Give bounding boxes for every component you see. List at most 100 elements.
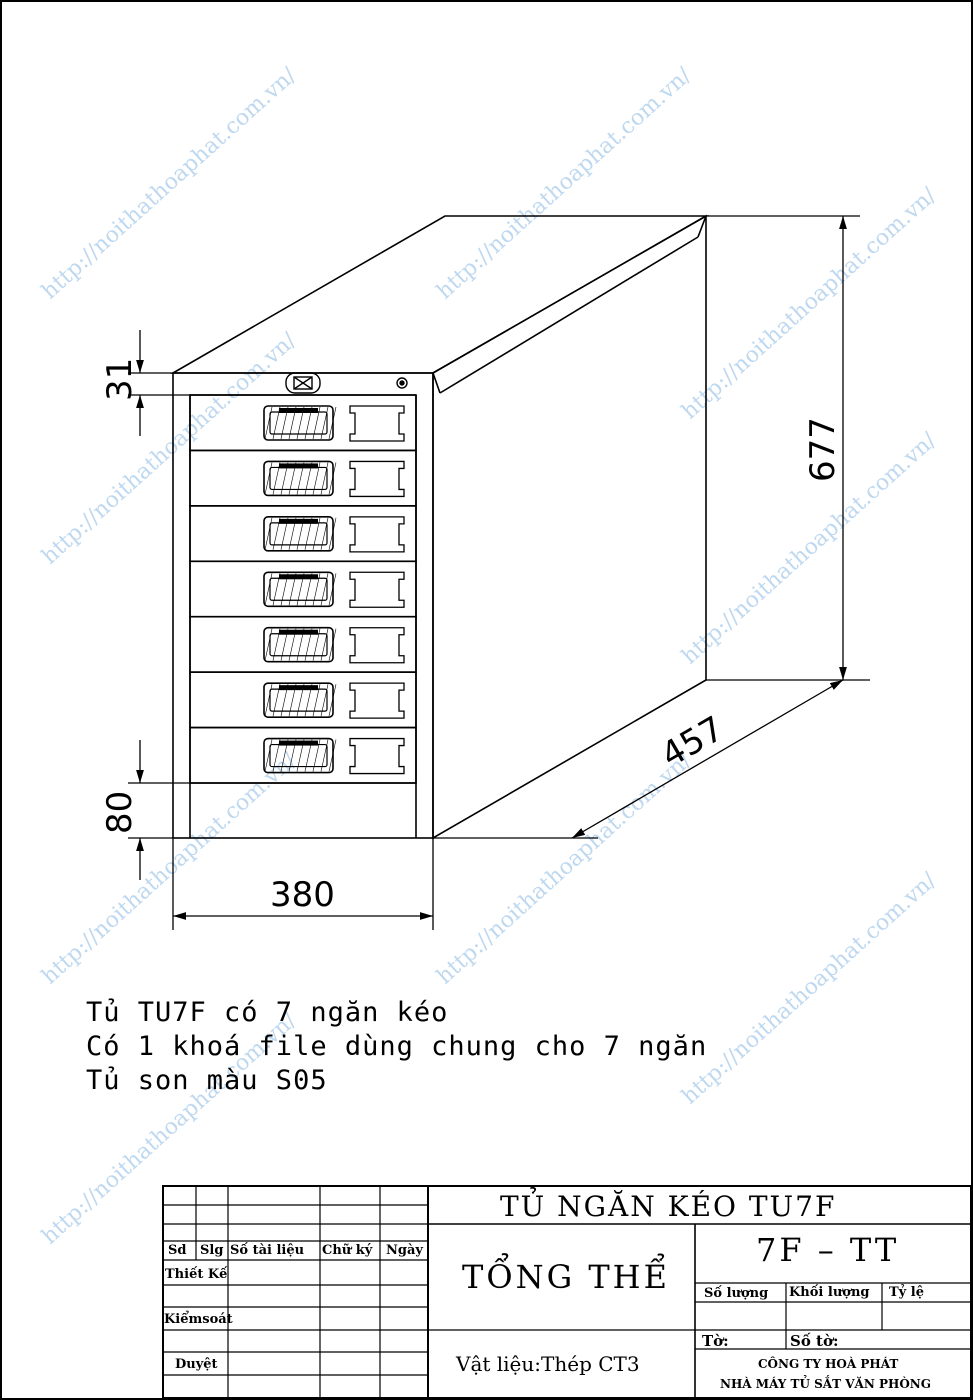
drawing-code: 7F – TT bbox=[756, 1231, 900, 1269]
factory-name: NHÀ MÁY TỦ SẮT VĂN PHÒNG bbox=[720, 1377, 931, 1391]
dimension-top-rail: 31 bbox=[100, 358, 140, 401]
handle-hatch bbox=[272, 517, 281, 550]
handle-hatch bbox=[288, 573, 297, 606]
handle-hatch bbox=[320, 406, 329, 440]
handle-hatch bbox=[272, 628, 281, 661]
view-title: TỔNG THỂ bbox=[462, 1258, 670, 1296]
handle-hatch bbox=[264, 739, 273, 772]
cabinet bbox=[170, 214, 709, 840]
drawer-handle bbox=[263, 405, 334, 441]
drawer-handle-grip bbox=[279, 629, 318, 635]
handle-hatch bbox=[296, 684, 305, 717]
top-bevel bbox=[697, 215, 707, 238]
handle-hatch bbox=[264, 462, 273, 495]
handle-hatch bbox=[328, 406, 337, 440]
handle-hatch bbox=[312, 684, 321, 717]
handle-hatch bbox=[328, 684, 337, 717]
drawer-handle bbox=[263, 626, 334, 663]
handle-hatch bbox=[264, 684, 273, 717]
handle-hatch bbox=[296, 739, 305, 772]
handle-hatch bbox=[272, 462, 281, 495]
handle-hatch bbox=[304, 517, 313, 550]
drawer bbox=[189, 726, 417, 784]
handle-hatch bbox=[312, 628, 321, 661]
handle-hatch bbox=[272, 739, 281, 772]
handle-hatch bbox=[288, 684, 297, 717]
field-sheets: Số tờ: bbox=[790, 1332, 839, 1350]
drawer bbox=[189, 615, 417, 673]
handle-hatch bbox=[304, 573, 313, 606]
label-holder bbox=[349, 516, 405, 553]
dimension-width: 380 bbox=[270, 875, 335, 915]
handle-hatch bbox=[320, 628, 329, 661]
handle-hatch bbox=[312, 739, 321, 772]
drawer bbox=[189, 394, 417, 452]
handle-hatch bbox=[328, 739, 337, 772]
drawer-handle-grip bbox=[279, 740, 318, 746]
role-design: Thiết Kế bbox=[165, 1267, 228, 1282]
dimensions bbox=[128, 215, 870, 930]
handle-hatch bbox=[320, 684, 329, 717]
product-title: TỦ NGĂN KÉO TU7F bbox=[500, 1190, 837, 1223]
handle-hatch bbox=[280, 684, 289, 717]
drawer-front bbox=[189, 560, 417, 618]
label-holder bbox=[349, 682, 405, 719]
handle-hatch bbox=[280, 517, 289, 550]
handle-hatch bbox=[264, 406, 273, 440]
watermark-text: http://noithathoaphat.com.vn/ bbox=[432, 748, 696, 990]
top-bevel bbox=[432, 372, 441, 394]
handle-hatch bbox=[288, 739, 297, 772]
drawer-handle-grip bbox=[279, 685, 318, 691]
handle-hatch bbox=[304, 462, 313, 495]
dimension-height: 677 bbox=[803, 417, 843, 482]
handle-hatch bbox=[280, 462, 289, 495]
drawer-handle bbox=[263, 460, 334, 497]
note-line: Có 1 khoá file dùng chung cho 7 ngăn bbox=[86, 1031, 708, 1062]
handle-hatch bbox=[272, 406, 281, 440]
drawer-handle-grip bbox=[279, 408, 318, 413]
handle-hatch bbox=[328, 517, 337, 550]
watermark-text: http://noithathoaphat.com.vn/ bbox=[37, 63, 301, 305]
drawer bbox=[189, 671, 417, 729]
handle-hatch bbox=[272, 573, 281, 606]
handle-hatch bbox=[320, 517, 329, 550]
drawer-front bbox=[189, 671, 417, 729]
handle-hatch bbox=[304, 684, 313, 717]
handle-hatch bbox=[312, 517, 321, 550]
dim-line bbox=[571, 679, 844, 839]
handle-hatch bbox=[264, 517, 273, 550]
handle-hatch bbox=[320, 739, 329, 772]
drawer-front bbox=[189, 449, 417, 507]
handle-hatch bbox=[312, 573, 321, 606]
handle-hatch bbox=[296, 628, 305, 661]
drawer-handle bbox=[263, 571, 334, 608]
watermark-text: http://noithathoaphat.com.vn/ bbox=[432, 63, 696, 305]
field-sheet: Tờ: bbox=[702, 1332, 729, 1350]
drawer-handle-grip bbox=[279, 518, 318, 524]
handle-hatch bbox=[288, 406, 297, 440]
handle-hatch bbox=[272, 684, 281, 717]
handle-hatch bbox=[288, 462, 297, 495]
handle-hatch bbox=[328, 462, 337, 495]
handle-hatch bbox=[304, 739, 313, 772]
drawing-notes: Tủ TU7F có 7 ngăn kéo Có 1 khoá file dùn… bbox=[86, 996, 846, 1098]
dimension-base: 80 bbox=[100, 791, 140, 834]
title-block bbox=[162, 1185, 972, 1399]
col-signature: Chữ ký bbox=[322, 1243, 373, 1258]
handle-hatch bbox=[328, 573, 337, 606]
drawer bbox=[189, 505, 417, 563]
drawer bbox=[189, 449, 417, 507]
top-bevel bbox=[439, 236, 699, 394]
field-scale: Tỷ lệ bbox=[889, 1285, 924, 1300]
handle-hatch bbox=[296, 573, 305, 606]
handle-hatch bbox=[280, 573, 289, 606]
handle-hatch bbox=[264, 573, 273, 606]
drawer bbox=[189, 560, 417, 618]
drawer-handle bbox=[263, 682, 334, 718]
handle-hatch bbox=[328, 628, 337, 661]
handle-hatch bbox=[296, 462, 305, 495]
field-mass: Khối lượng bbox=[789, 1285, 870, 1300]
label-holder bbox=[349, 627, 405, 664]
handle-hatch bbox=[288, 628, 297, 661]
